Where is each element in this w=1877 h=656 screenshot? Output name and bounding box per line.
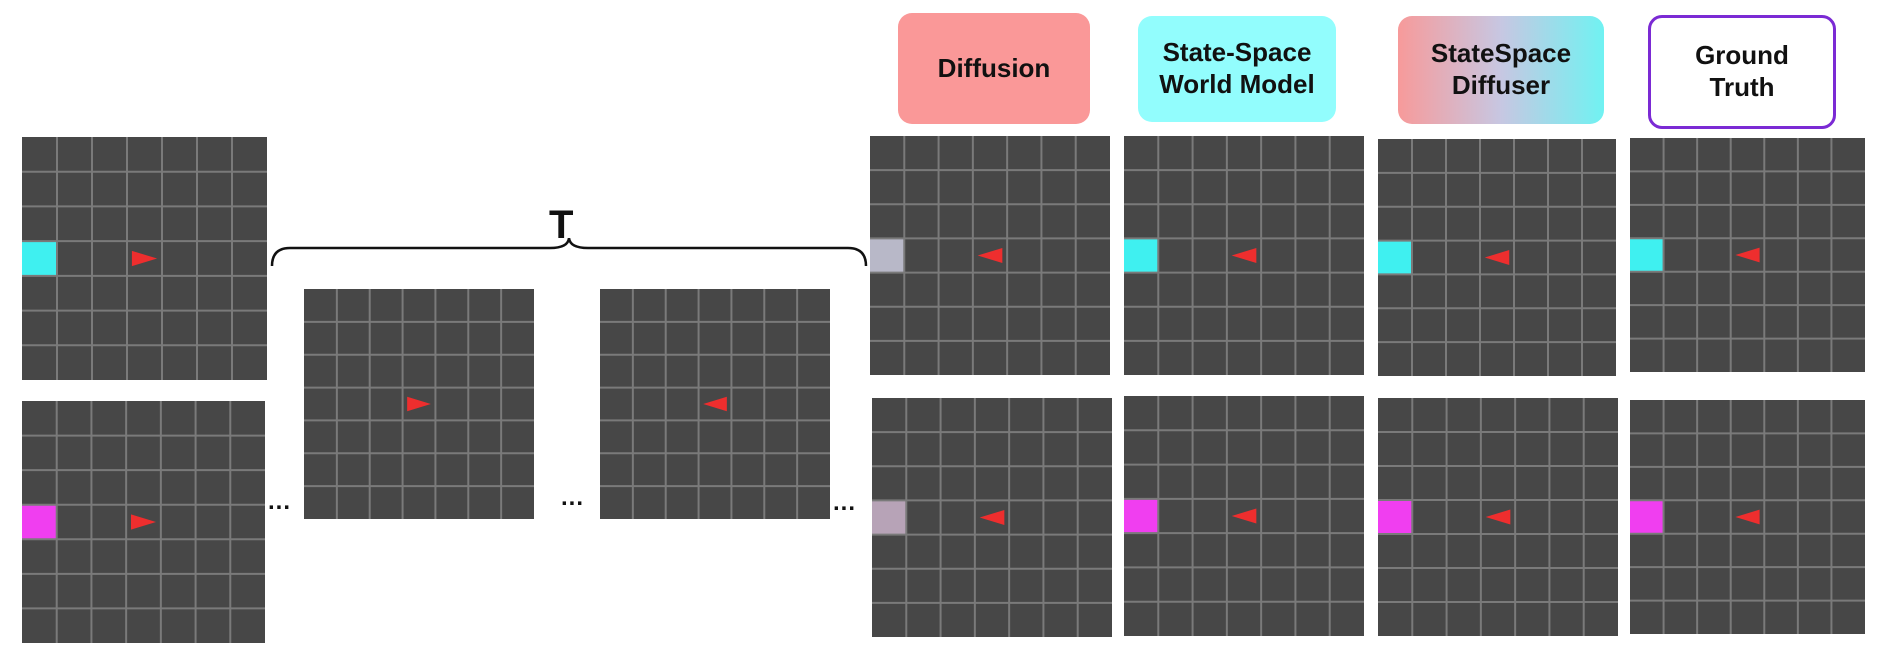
agent-arrow-icon	[1484, 250, 1510, 265]
statespace-diffuser-label: StateSpace Diffuser	[1398, 16, 1604, 124]
agent-arrow-icon	[131, 250, 158, 267]
goal-tile	[22, 241, 57, 276]
grid-svg	[1378, 139, 1616, 376]
ssm-frame-cyan	[1124, 136, 1364, 375]
diffusion-label-text: Diffusion	[937, 52, 1051, 83]
input-frame-cyan	[22, 137, 267, 380]
goal-tile	[1630, 238, 1664, 272]
agent-arrow-icon	[1231, 508, 1257, 524]
grid-svg	[22, 401, 265, 643]
goal-tile	[1378, 500, 1413, 534]
diffusion-frame-magenta	[872, 398, 1112, 637]
goal-tile	[22, 504, 57, 540]
goal-tile	[1124, 238, 1159, 273]
grid-svg	[1124, 136, 1364, 375]
ellipsis-before-outputs: ...	[833, 489, 857, 516]
input-frame-magenta	[22, 401, 265, 643]
grid-svg	[1378, 398, 1618, 636]
agent-arrow-icon	[407, 396, 431, 412]
ellipsis-after-inputs: ...	[268, 488, 292, 515]
gt-frame-magenta	[1630, 400, 1865, 634]
agent-arrow-icon	[1735, 247, 1760, 263]
ground-truth-label: Ground Truth	[1648, 15, 1836, 129]
grid-svg	[600, 289, 830, 519]
intermediate-frame-left	[600, 289, 830, 519]
agent-arrow-icon	[1735, 509, 1760, 525]
goal-tile	[1124, 498, 1159, 534]
agent-arrow-icon	[979, 509, 1005, 526]
agent-arrow-icon	[131, 514, 156, 530]
goal-tile	[872, 500, 907, 535]
agent-arrow-icon	[1231, 247, 1257, 264]
grid-svg	[872, 398, 1112, 637]
gt-frame-cyan	[1630, 138, 1865, 372]
gt-label-text: Ground Truth	[1695, 40, 1789, 102]
ssd-frame-cyan	[1378, 139, 1616, 376]
goal-tile	[1378, 240, 1412, 275]
grid-svg	[22, 137, 267, 380]
grid-svg	[870, 136, 1110, 375]
ssm-label-text: State-Space World Model	[1159, 37, 1315, 99]
sequence-brace	[270, 238, 868, 267]
intermediate-frame-right	[304, 289, 534, 519]
grid-svg	[1630, 400, 1865, 634]
diffusion-label: Diffusion	[898, 13, 1090, 124]
grid-svg	[1630, 138, 1865, 372]
goal-tile	[870, 238, 905, 273]
ssd-frame-magenta	[1378, 398, 1618, 636]
grid-svg	[1124, 396, 1364, 636]
ssm-frame-magenta	[1124, 396, 1364, 636]
agent-arrow-icon	[703, 396, 727, 412]
state-space-world-model-label: State-Space World Model	[1138, 16, 1336, 122]
ssd-label-text: StateSpace Diffuser	[1430, 38, 1572, 100]
ellipsis-between-steps: ...	[561, 484, 585, 511]
agent-arrow-icon	[1485, 509, 1511, 525]
grid-svg	[304, 289, 534, 519]
agent-arrow-icon	[977, 247, 1003, 264]
diffusion-frame-cyan	[870, 136, 1110, 375]
goal-tile	[1630, 500, 1664, 534]
